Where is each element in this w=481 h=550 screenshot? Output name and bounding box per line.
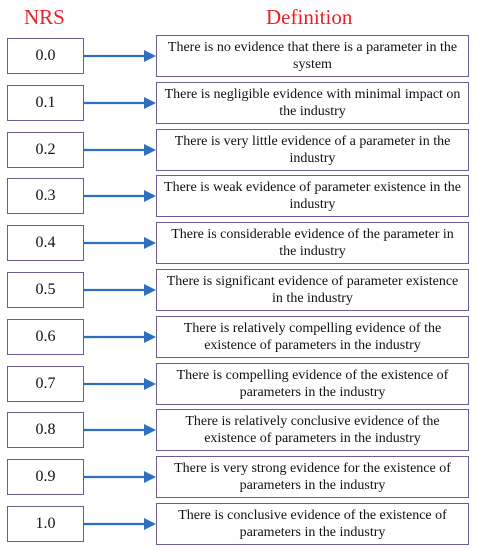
nrs-value: 0.2	[7, 131, 84, 168]
definition-text: There is very little evidence of a param…	[156, 128, 469, 171]
definition-text: There is very strong evidence for the ex…	[156, 456, 469, 499]
nrs-row: 0.7 There is compelling evidence of the e…	[0, 362, 481, 405]
nrs-value: 0.4	[7, 225, 84, 262]
arrow-right-icon	[84, 424, 156, 437]
nrs-row: 0.9 There is very strong evidence for the…	[0, 456, 481, 499]
definition-text: There is relatively compelling evidence …	[156, 315, 469, 358]
nrs-row: 0.4 There is considerable evidence of the…	[0, 222, 481, 265]
definition-text: There is relatively conclusive evidence …	[156, 409, 469, 452]
arrow-right-icon	[84, 96, 156, 109]
nrs-column-header: NRS	[24, 5, 65, 29]
arrow-right-icon	[84, 377, 156, 390]
definition-text: There is conclusive evidence of the exis…	[156, 503, 469, 545]
arrow-right-icon	[84, 471, 156, 484]
nrs-row: 1.0 There is conclusive evidence of the e…	[0, 503, 481, 545]
nrs-row: 0.0 There is no evidence that there is a …	[0, 35, 481, 77]
arrow-right-icon	[84, 518, 156, 530]
nrs-value: 0.7	[7, 365, 84, 402]
nrs-value: 0.8	[7, 412, 84, 449]
arrow-right-icon	[84, 50, 156, 62]
arrow-right-icon	[84, 190, 156, 203]
definition-text: There is weak evidence of parameter exis…	[156, 175, 469, 218]
nrs-value: 0.0	[7, 38, 84, 74]
nrs-value: 0.5	[7, 272, 84, 308]
nrs-value: 0.9	[7, 459, 84, 496]
nrs-row: 0.3 There is weak evidence of parameter e…	[0, 175, 481, 218]
definition-column-header: Definition	[266, 5, 353, 29]
nrs-row: 0.2 There is very little evidence of a pa…	[0, 128, 481, 171]
nrs-value: 0.1	[7, 84, 84, 121]
definition-text: There is compelling evidence of the exis…	[156, 362, 469, 405]
nrs-row: 0.1 There is negligible evidence with min…	[0, 81, 481, 124]
arrow-right-icon	[84, 330, 156, 343]
nrs-row: 0.6 There is relatively compelling eviden…	[0, 315, 481, 358]
arrow-right-icon	[84, 237, 156, 250]
definition-text: There is negligible evidence with minima…	[156, 81, 469, 124]
definition-text: There is no evidence that there is a par…	[156, 35, 469, 77]
nrs-row: 0.8 There is relatively conclusive eviden…	[0, 409, 481, 452]
nrs-value: 0.6	[7, 318, 84, 355]
definition-text: There is significant evidence of paramet…	[156, 269, 469, 311]
arrow-right-icon	[84, 284, 156, 296]
nrs-row: 0.5 There is significant evidence of para…	[0, 269, 481, 311]
arrow-right-icon	[84, 143, 156, 156]
nrs-value: 0.3	[7, 178, 84, 215]
nrs-value: 1.0	[7, 506, 84, 542]
definition-text: There is considerable evidence of the pa…	[156, 222, 469, 265]
